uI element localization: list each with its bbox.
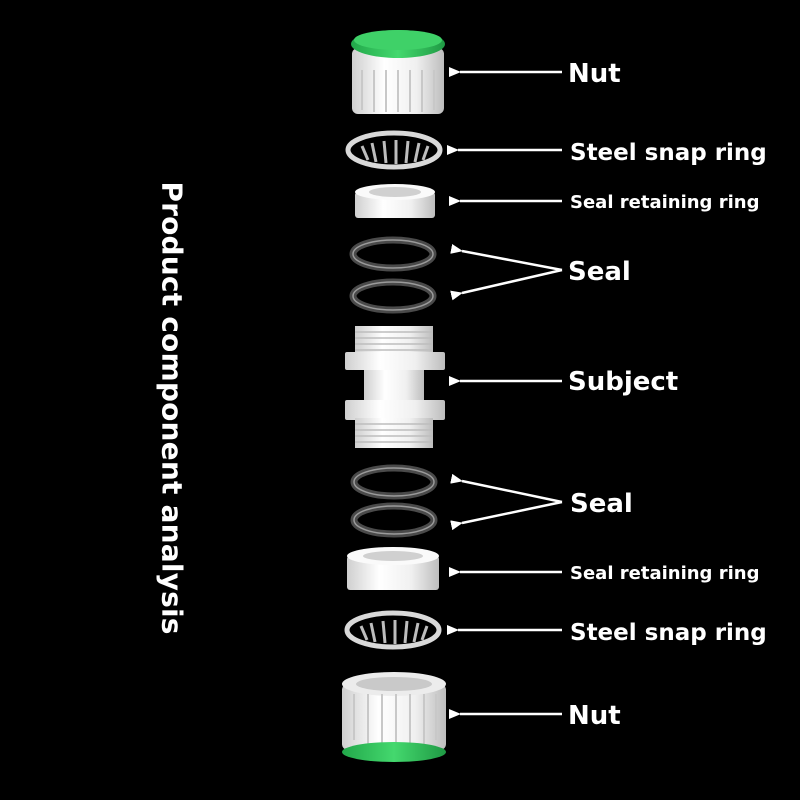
label-retaining-ring-top: Seal retaining ring xyxy=(570,192,759,213)
label-nut-top: Nut xyxy=(568,59,621,89)
arrow-seal-bottom-2 xyxy=(450,500,563,531)
retaining-ring-top-part xyxy=(355,184,435,218)
label-seal-bottom: Seal xyxy=(570,489,633,519)
snap-ring-bottom-part xyxy=(344,610,442,650)
seal-bottom-part xyxy=(350,464,438,538)
subject-part xyxy=(345,326,445,448)
arrow-seal-top-1 xyxy=(450,244,563,272)
snap-ring-top-part xyxy=(345,130,443,170)
label-snap-ring-bottom: Steel snap ring xyxy=(570,620,767,646)
nut-bottom-part xyxy=(342,672,446,762)
seal-top-part xyxy=(349,236,437,314)
label-retaining-ring-bottom: Seal retaining ring xyxy=(570,563,759,584)
arrow-seal-bottom-1 xyxy=(450,473,563,504)
label-seal-top: Seal xyxy=(568,257,631,287)
label-nut-bottom: Nut xyxy=(568,701,621,731)
nut-top-part xyxy=(351,30,445,114)
retaining-ring-bottom-part xyxy=(347,547,439,590)
arrow-seal-top-2 xyxy=(450,268,563,301)
label-subject: Subject xyxy=(568,367,678,397)
label-snap-ring-top: Steel snap ring xyxy=(570,140,767,166)
